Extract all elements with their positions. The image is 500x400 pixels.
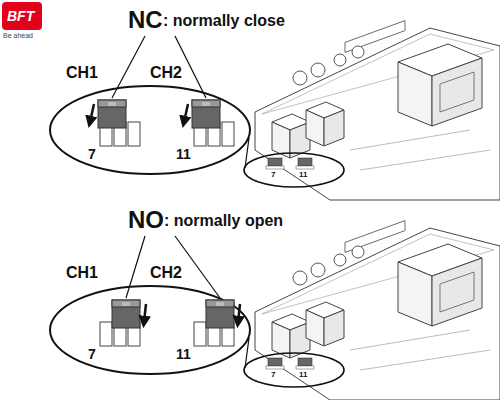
channel-label: CH2 xyxy=(150,64,182,82)
logo-badge xyxy=(2,2,42,30)
board-pin-number: 11 xyxy=(299,170,307,179)
pin-number: 7 xyxy=(88,346,96,362)
pin-number: 11 xyxy=(176,346,191,362)
board-pin-number: 7 xyxy=(271,370,275,379)
pin-number: 7 xyxy=(88,146,96,162)
pin-number: 11 xyxy=(176,146,191,162)
nc-panel xyxy=(50,21,500,200)
channel-label: CH1 xyxy=(66,264,98,282)
mode-text: : normally open xyxy=(164,212,283,230)
board-pin-number: 7 xyxy=(271,170,275,179)
mode-code: NO xyxy=(128,206,164,234)
no-panel xyxy=(50,221,500,400)
mode-code: NC xyxy=(128,6,163,34)
mode-text: : normally close xyxy=(163,12,285,30)
board-pin-number: 11 xyxy=(299,370,307,379)
logo-slogan: Be ahead xyxy=(3,32,33,40)
channel-label: CH1 xyxy=(66,64,98,82)
channel-label: CH2 xyxy=(150,264,182,282)
logo-text: BFT xyxy=(7,8,34,24)
